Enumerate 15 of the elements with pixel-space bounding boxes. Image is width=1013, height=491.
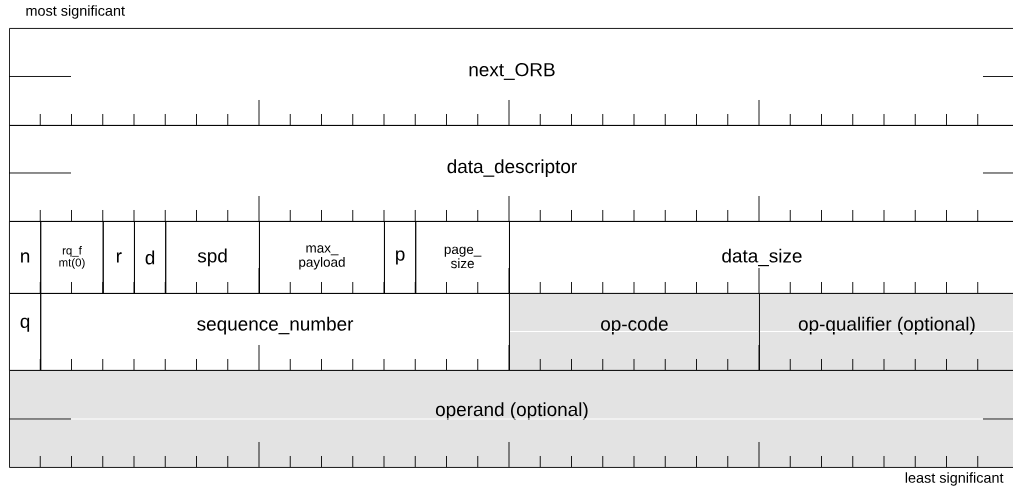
field-box: op-code: [509, 293, 760, 371]
field-box: max_ payload: [259, 221, 385, 294]
node-label: op-qualifier (optional): [798, 316, 975, 335]
field-box: page_ size: [415, 221, 510, 294]
field-box: sequence_number: [40, 293, 510, 371]
field-box: d: [134, 221, 167, 294]
field-box: spd: [165, 221, 260, 294]
field-box: op-qualifier (optional): [759, 293, 1013, 371]
field-box: next_ORB: [8, 28, 1013, 126]
field-box: rq_f mt(0): [40, 221, 104, 294]
field-box: q: [9, 293, 42, 371]
field-box: p: [384, 221, 417, 294]
field-box: r: [102, 221, 135, 294]
field-box: data_descriptor: [8, 125, 1013, 222]
field-box: n: [9, 221, 42, 294]
